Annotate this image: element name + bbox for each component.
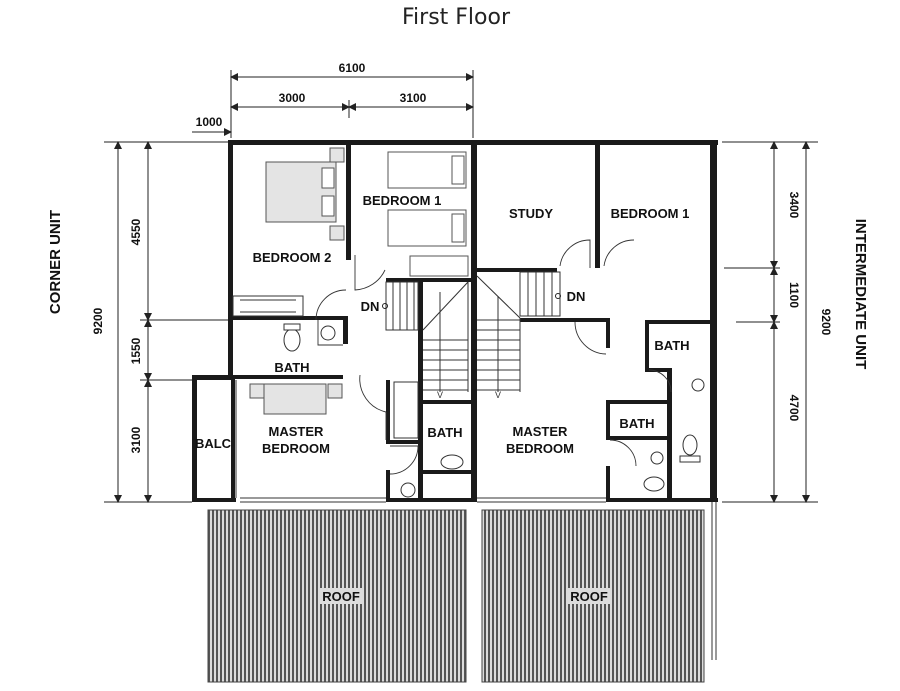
room-bath-lower-intermediate: BATH [619, 416, 654, 431]
room-bath-lower-corner: BATH [427, 425, 462, 440]
dim-left-b: 1550 [129, 337, 143, 364]
roof-right-label: ROOF [570, 589, 608, 604]
room-bath-upper-intermediate: BATH [654, 338, 689, 353]
roof-left: ROOF [207, 509, 467, 683]
roof-left-label: ROOF [322, 589, 360, 604]
room-bath-upper-corner: BATH [274, 360, 309, 375]
dn-label-corner: DN [361, 299, 380, 314]
svg-text:V: V [495, 390, 501, 400]
dim-right-a: 3400 [787, 192, 801, 219]
dim-top-right: 3100 [400, 91, 427, 105]
dim-left-a: 4550 [129, 218, 143, 245]
doors [315, 239, 672, 475]
dim-left-total: 9200 [91, 307, 105, 334]
room-bedroom-2-corner: BEDROOM 2 [253, 250, 332, 265]
dim-right-b: 1100 [787, 282, 801, 308]
walls [192, 140, 718, 502]
room-master-intermediate-line2: BEDROOM [506, 441, 574, 456]
room-master-intermediate-line1: MASTER [513, 424, 569, 439]
intermediate-unit-label: INTERMEDIATE UNIT [852, 219, 869, 370]
furniture [232, 147, 705, 498]
plan-title: First Floor [402, 5, 511, 30]
dim-top-left: 3000 [279, 91, 306, 105]
room-balcony: BALC [195, 436, 232, 451]
dn-label-intermediate: DN [567, 289, 586, 304]
roof-right: ROOF [481, 509, 705, 683]
room-bedroom-1-intermediate: BEDROOM 1 [611, 206, 690, 221]
room-bedroom-1-corner: BEDROOM 1 [363, 193, 442, 208]
room-master-corner-line1: MASTER [269, 424, 325, 439]
room-study: STUDY [509, 206, 553, 221]
dim-right-total: 9200 [819, 309, 833, 336]
dim-left-c: 3100 [129, 426, 143, 453]
dn-marker-intermediate [555, 293, 561, 299]
stairs-intermediate: V [476, 271, 561, 400]
corner-unit-label: CORNER UNIT [47, 210, 64, 314]
room-master-corner-line2: BEDROOM [262, 441, 330, 456]
left-dimensions: 9200 4550 1550 3100 [91, 141, 228, 503]
top-dimensions: 6100 3000 3100 1000 [192, 61, 474, 138]
dim-right-c: 4700 [787, 395, 801, 422]
dim-balcony: 1000 [196, 115, 223, 129]
stairs-corner: V [385, 281, 469, 400]
svg-text:V: V [437, 390, 443, 400]
glazing [235, 380, 606, 503]
right-dimensions: 3400 1100 4700 9200 [722, 141, 833, 503]
dn-marker-corner [382, 303, 388, 309]
dim-top-total: 6100 [339, 61, 366, 75]
